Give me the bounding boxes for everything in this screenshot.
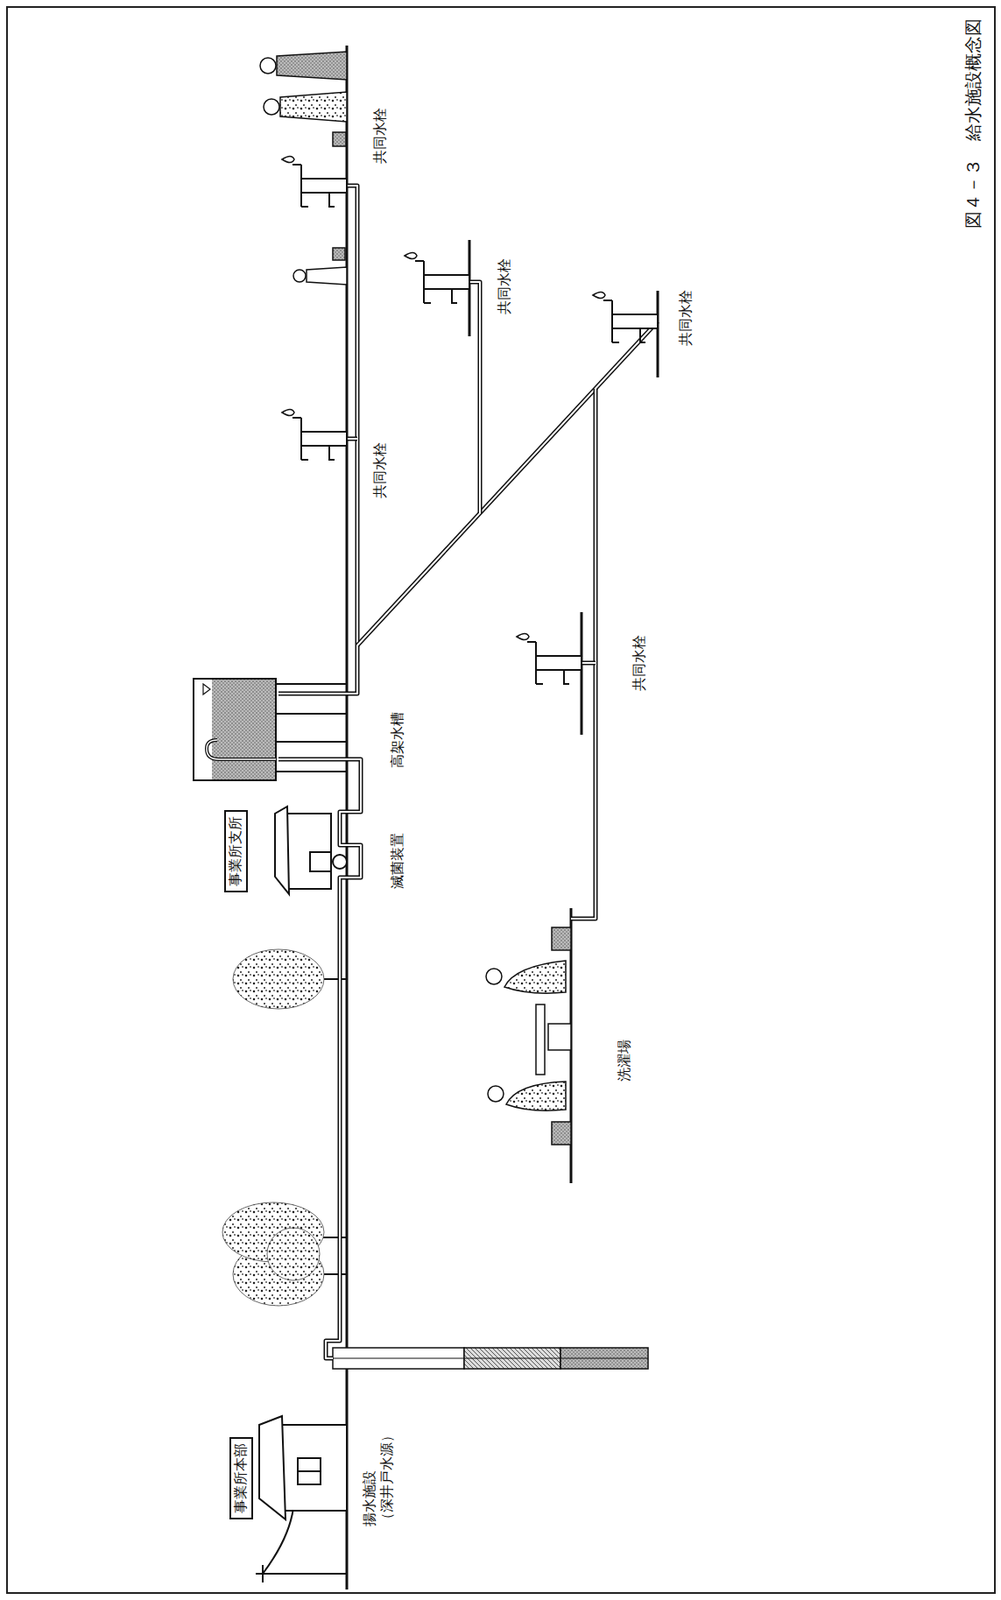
trees [222, 949, 347, 1306]
tap-post [301, 431, 347, 446]
deep-well [332, 1347, 649, 1369]
facility-label: 共同水栓 [371, 442, 389, 499]
facility-label: 共同水栓 [630, 634, 649, 691]
tap-lower-arm [329, 445, 335, 460]
tap-lower-arm [640, 328, 646, 343]
headquarters-building [259, 1416, 347, 1520]
facility-label: 高架水槽 [388, 711, 407, 769]
water-drop [404, 253, 417, 260]
tap-arms [292, 164, 309, 207]
water-drop [281, 409, 295, 416]
tap-post [301, 178, 347, 193]
public-taps [281, 156, 658, 685]
tap-arms [415, 260, 431, 304]
people [260, 51, 347, 285]
water-pipes [278, 185, 658, 1359]
power-pole [255, 1508, 347, 1583]
facility-label: 洗濯場 [615, 1039, 634, 1082]
tap-arms [603, 300, 620, 343]
water-drop [516, 634, 529, 641]
pipe-inner [581, 662, 596, 664]
tap-lower-arm [563, 669, 570, 684]
tap-lower-arm [451, 289, 458, 304]
office-name: 事業所支所 [226, 816, 246, 887]
pipe-inner [278, 759, 361, 1359]
facility-label: 滅菌装置 [388, 832, 407, 889]
tap-post [535, 655, 582, 670]
tap-lower-arm [329, 192, 335, 207]
water-drop [592, 292, 606, 299]
laundry-place [486, 927, 571, 1145]
pipe-inner [469, 281, 480, 514]
page-frame [7, 7, 995, 1594]
tap-arms [527, 641, 543, 684]
branch-office-building [274, 806, 332, 895]
pipe-outer [357, 321, 658, 646]
sterilizer-device [310, 852, 347, 872]
water-drop [281, 156, 295, 163]
pipe-inner [346, 437, 358, 440]
tap-post [612, 314, 658, 329]
pipe-outer [469, 281, 480, 514]
figure-caption: 図４－３ 給水施設概念図 [961, 18, 986, 229]
pipe-outer [278, 185, 358, 694]
facility-label: 共同水栓 [495, 258, 514, 315]
tap-post [423, 274, 470, 290]
pipe-inner [357, 321, 658, 646]
office-name: 事業所本部 [232, 1443, 251, 1514]
facility-label: 共同水栓 [371, 107, 389, 164]
pipe-outer [570, 388, 596, 919]
tap-arms [292, 417, 309, 460]
office-label-box: 事業所本部 [229, 1437, 254, 1520]
pipe-outer [346, 437, 358, 442]
pipe-inner [278, 185, 358, 694]
facility-label: 揚水施設 （深井戸水源） [360, 1428, 396, 1527]
pipe-outer [581, 661, 596, 666]
pipe-inner [570, 388, 596, 919]
pipe-outer [278, 759, 361, 1359]
facility-label: 共同水栓 [676, 289, 695, 346]
office-label-box: 事業所支所 [224, 810, 248, 893]
